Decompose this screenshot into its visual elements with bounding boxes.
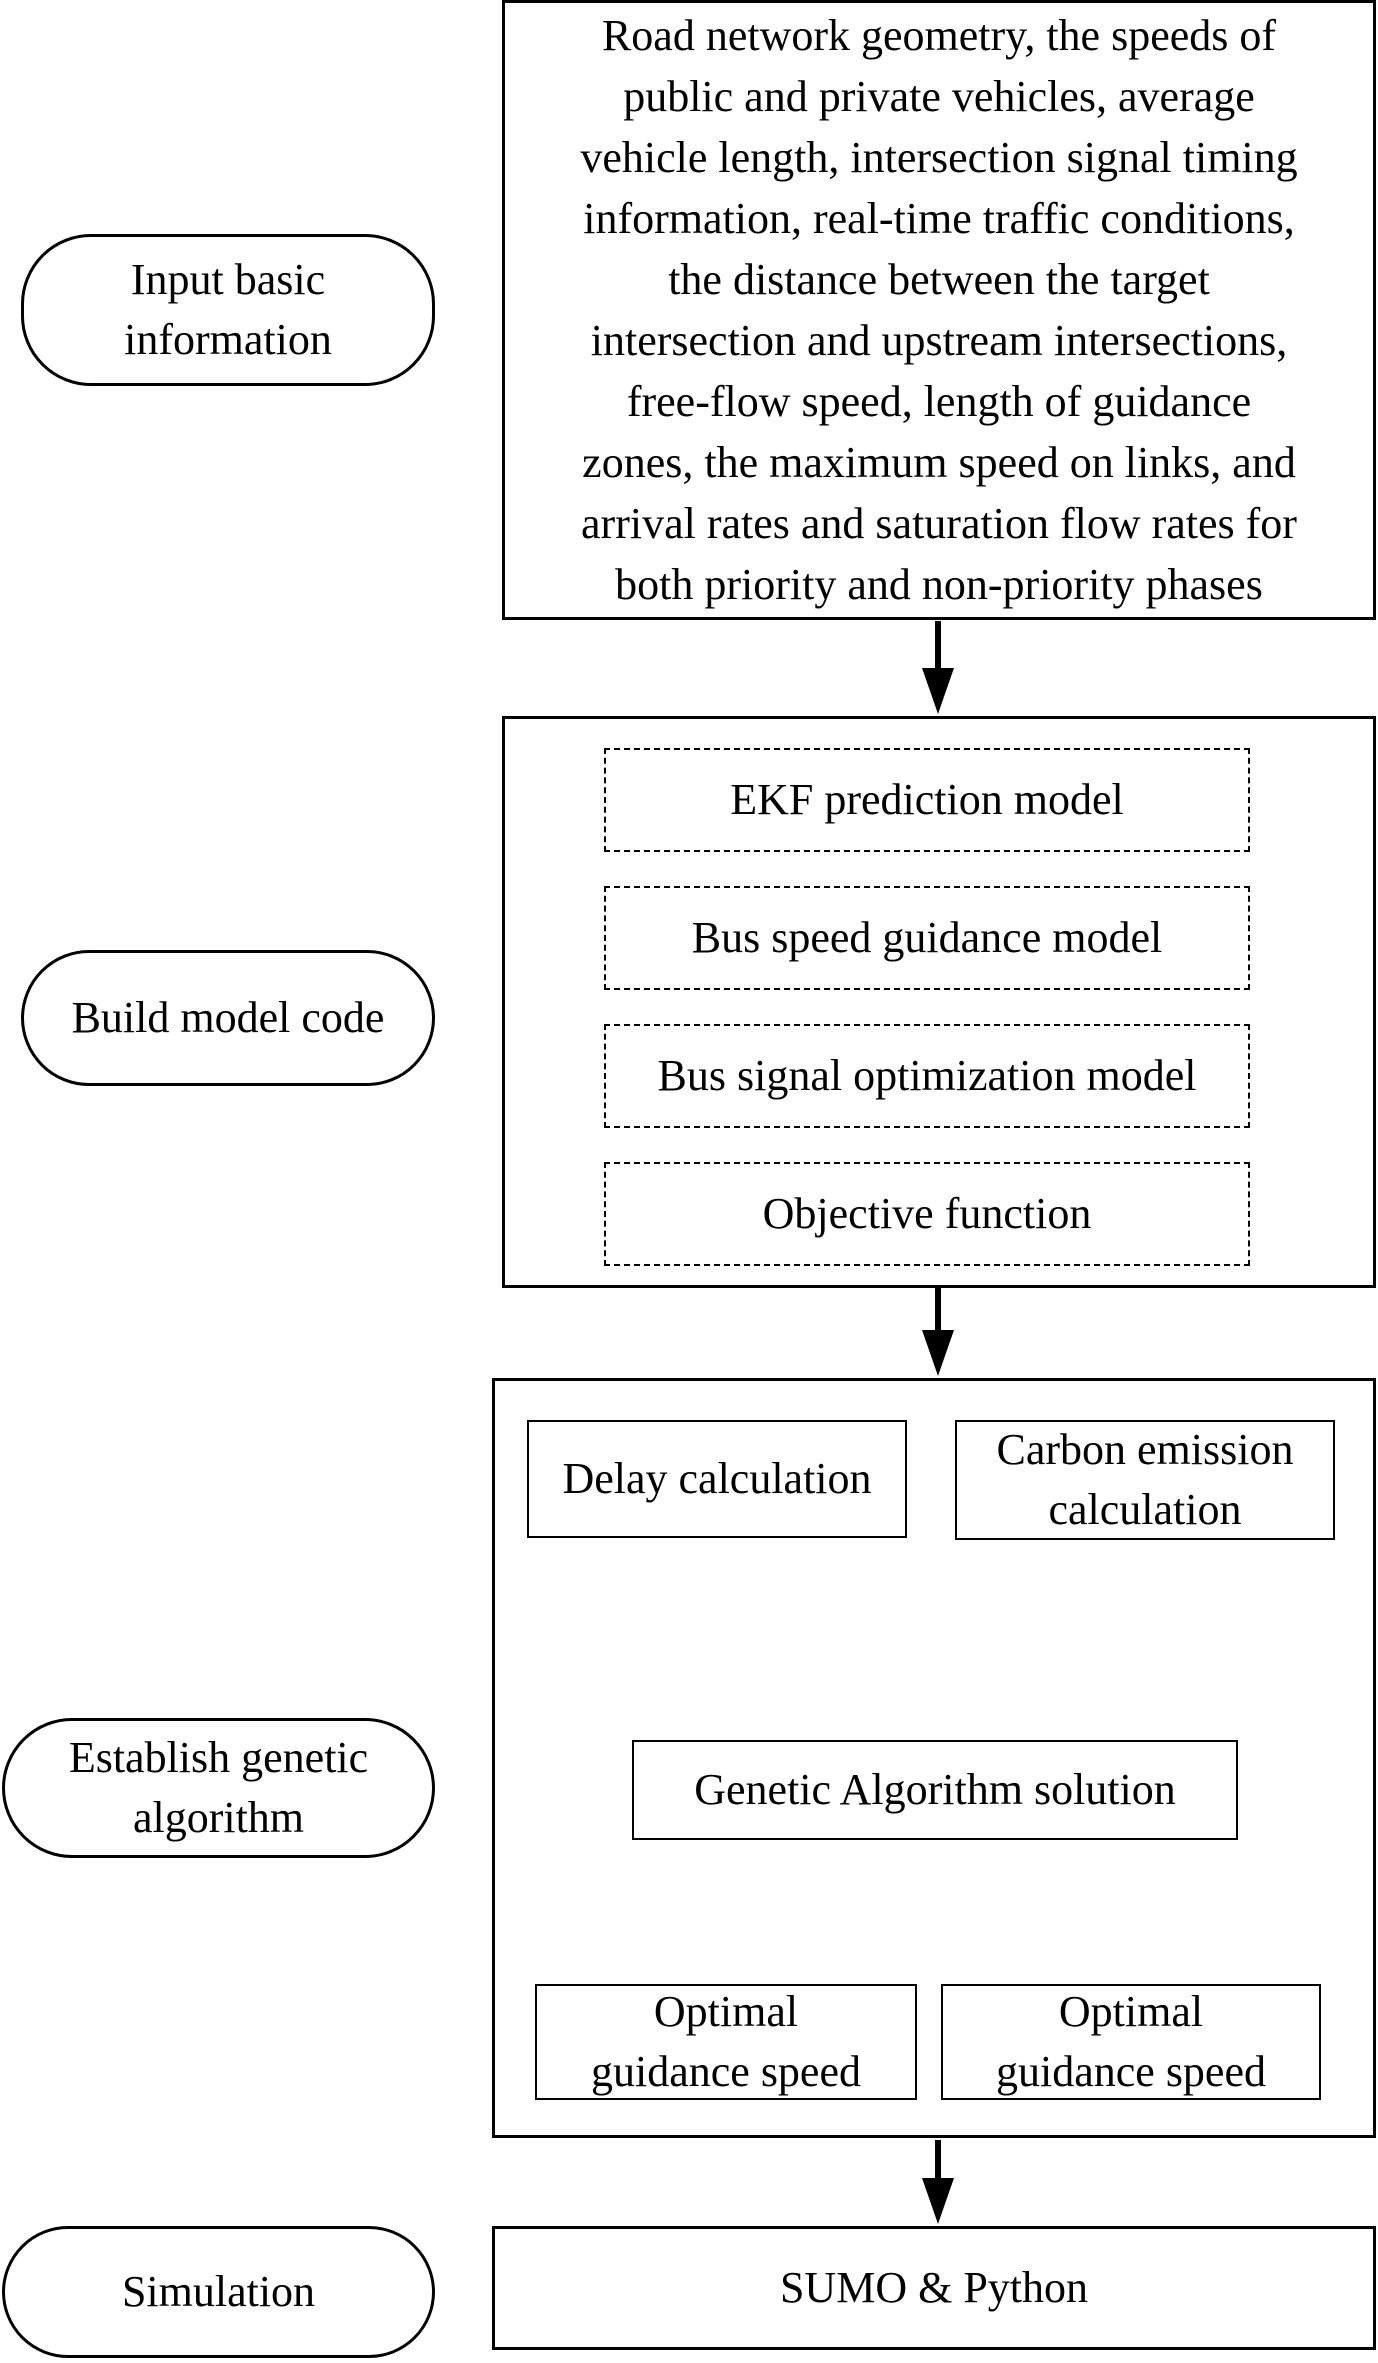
model-ekf-prediction: EKF prediction model xyxy=(604,748,1250,852)
arrowhead-ga-to-simulation xyxy=(922,2178,954,2224)
arrowhead-build-to-ga xyxy=(922,1330,954,1376)
optimal-guidance-speed-left-box: Optimal guidance speed xyxy=(535,1984,917,2100)
stage-build-model-code: Build model code xyxy=(21,950,435,1086)
stage-establish-genetic-algorithm: Establish genetic algorithm xyxy=(2,1718,435,1858)
sumo-python-box: SUMO & Python xyxy=(492,2226,1376,2350)
arrowhead-input-to-build xyxy=(922,668,954,714)
stage-input-basic-information: Input basic information xyxy=(21,234,435,386)
delay-calculation-box: Delay calculation xyxy=(527,1420,907,1538)
input-information-box xyxy=(502,0,1376,620)
genetic-algorithm-solution-box: Genetic Algorithm solution xyxy=(632,1740,1238,1840)
stage-simulation: Simulation xyxy=(2,2226,435,2358)
model-bus-speed-guidance: Bus speed guidance model xyxy=(604,886,1250,990)
model-bus-signal-optimization: Bus signal optimization model xyxy=(604,1024,1250,1128)
model-objective-function: Objective function xyxy=(604,1162,1250,1266)
carbon-emission-calculation-box: Carbon emission calculation xyxy=(955,1420,1335,1540)
optimal-guidance-speed-right-box: Optimal guidance speed xyxy=(941,1984,1321,2100)
input-information-text: Road network geometry, the speeds of pub… xyxy=(580,11,1298,609)
